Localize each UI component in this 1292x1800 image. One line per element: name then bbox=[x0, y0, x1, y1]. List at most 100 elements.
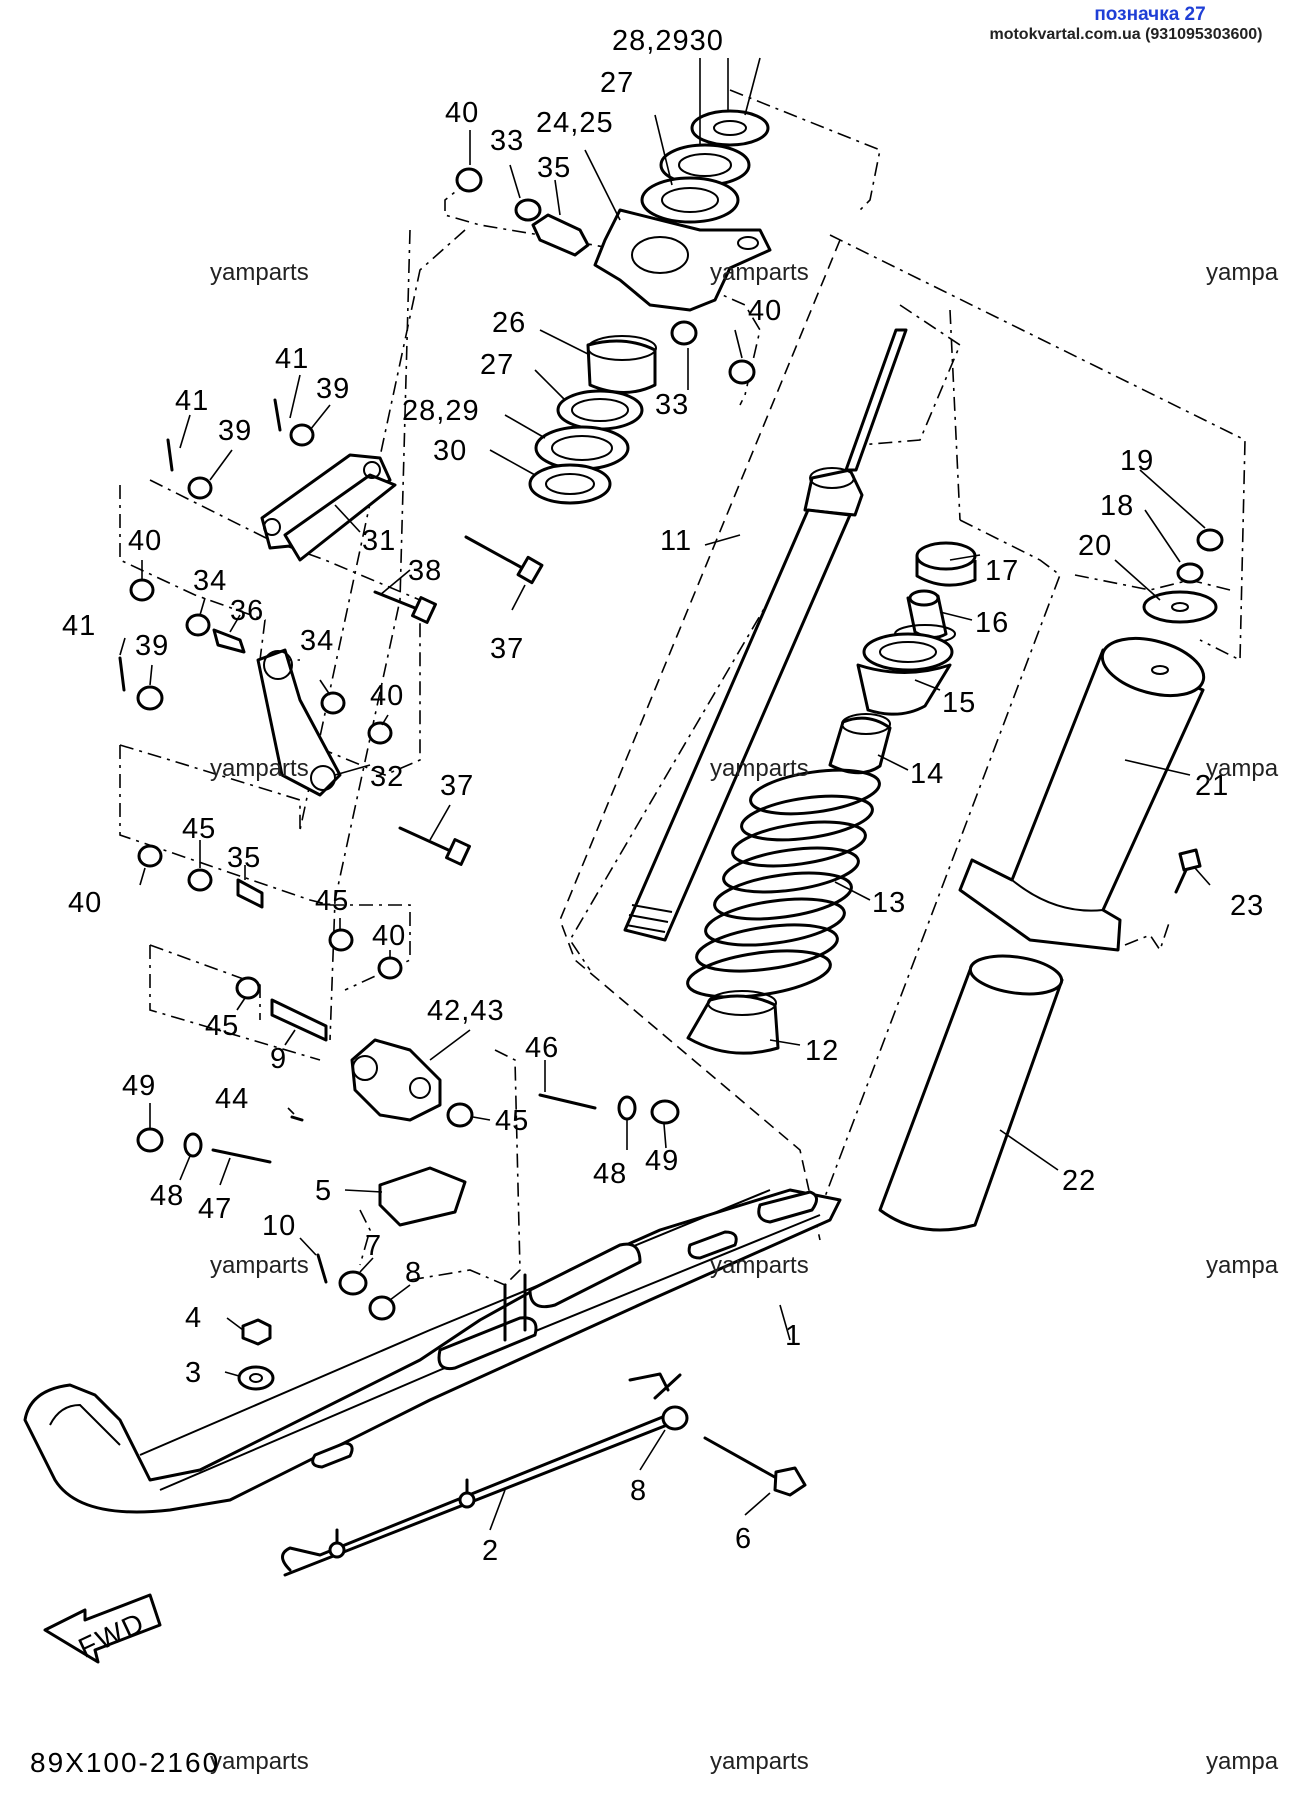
bushing-26 bbox=[586, 339, 657, 394]
washer-39-left bbox=[136, 685, 164, 711]
callout-28-29: 28,29 bbox=[402, 395, 480, 427]
damper-5 bbox=[378, 1166, 467, 1227]
washer-48-right bbox=[617, 1095, 637, 1121]
collar-45-d bbox=[446, 1102, 474, 1128]
part-number: 89X100-2160 bbox=[30, 1747, 220, 1778]
leader-lines bbox=[119, 57, 1211, 1531]
shock-cover-assembly bbox=[878, 528, 1224, 1232]
washer-40-right bbox=[728, 359, 756, 385]
pin-41-b bbox=[166, 438, 174, 472]
callout-6: 6 bbox=[735, 1523, 752, 1555]
watermark: yamparts bbox=[710, 755, 809, 782]
washer-40-top bbox=[455, 167, 483, 193]
washer-27-top bbox=[640, 176, 740, 224]
callout-22: 22 bbox=[1062, 1165, 1096, 1197]
collar-45-b bbox=[328, 928, 354, 952]
watermark: yamparts bbox=[210, 259, 309, 286]
washer-27-lower bbox=[556, 389, 644, 431]
callout-14: 14 bbox=[910, 758, 944, 790]
bolt-38 bbox=[373, 590, 422, 612]
callout-1: 1 bbox=[785, 1320, 802, 1352]
arm-32 bbox=[256, 648, 342, 797]
bushing-35-lower bbox=[236, 878, 264, 909]
upper-clamp-assembly bbox=[455, 109, 772, 385]
callout-45-a: 45 bbox=[182, 813, 216, 845]
pin-41-a bbox=[273, 398, 282, 432]
callout-34-a: 34 bbox=[193, 565, 227, 597]
collar-33-top bbox=[514, 198, 542, 222]
watermark: yamparts bbox=[710, 1252, 809, 1279]
callout-3: 3 bbox=[185, 1357, 202, 1389]
bolt-37-lower bbox=[398, 826, 457, 855]
callout-19: 19 bbox=[1120, 445, 1154, 477]
callout-41-b: 41 bbox=[175, 385, 209, 417]
callout-8-upper: 8 bbox=[405, 1257, 422, 1289]
callout-4: 4 bbox=[185, 1302, 202, 1334]
collar-34-a bbox=[185, 613, 211, 637]
callout-38: 38 bbox=[408, 555, 442, 587]
callout-42-43: 42,43 bbox=[427, 995, 505, 1027]
callout-49-right: 49 bbox=[645, 1145, 679, 1177]
shock-cover-21 bbox=[958, 648, 1205, 952]
watermark-partial: yampa bbox=[1206, 1252, 1279, 1279]
bushing-36 bbox=[212, 628, 246, 654]
callout-40-right: 40 bbox=[748, 295, 782, 327]
callout-40-d: 40 bbox=[372, 920, 406, 952]
washer-39-top bbox=[289, 423, 315, 447]
nut-19 bbox=[1196, 528, 1224, 552]
callout-36: 36 bbox=[230, 595, 264, 627]
callout-39-a: 39 bbox=[316, 373, 350, 405]
callout-35-top: 35 bbox=[537, 152, 571, 184]
callout-39-b: 39 bbox=[218, 415, 252, 447]
callout-labels: 28,2930 27 24,25 40 33 35 40 33 26 27 28… bbox=[62, 25, 1264, 1567]
nut-49-left bbox=[136, 1127, 164, 1153]
callout-12: 12 bbox=[805, 1035, 839, 1067]
page-title: позначка 27 bbox=[1094, 4, 1206, 25]
callout-40-a: 40 bbox=[128, 525, 162, 557]
callout-45-c: 45 bbox=[205, 1010, 239, 1042]
watermark: yamparts bbox=[210, 1252, 309, 1279]
callout-46: 46 bbox=[525, 1032, 559, 1064]
watermark-partial: yampa bbox=[1206, 755, 1279, 782]
collar-45-a bbox=[187, 868, 213, 892]
washer-20 bbox=[1142, 590, 1218, 624]
callout-48-left: 48 bbox=[150, 1180, 184, 1212]
watermark-partial: yampa bbox=[1206, 259, 1279, 286]
washer-30-lower bbox=[528, 463, 612, 505]
callout-23: 23 bbox=[1230, 890, 1264, 922]
callout-10: 10 bbox=[262, 1210, 296, 1242]
callout-26: 26 bbox=[492, 307, 526, 339]
watermark: yamparts bbox=[710, 1748, 809, 1775]
pin-44 bbox=[290, 1115, 304, 1122]
lower-bushing-stack bbox=[528, 335, 657, 505]
spring-seat-12 bbox=[686, 994, 780, 1055]
collar-33-right bbox=[670, 320, 698, 346]
washer-8-lower bbox=[661, 1405, 689, 1431]
callout-41-a: 41 bbox=[275, 343, 309, 375]
washer-30-top bbox=[690, 109, 770, 147]
watermark: yamparts bbox=[210, 755, 309, 782]
callout-45-d: 45 bbox=[495, 1105, 529, 1137]
collar-45-c bbox=[235, 976, 261, 1000]
callout-40-b: 40 bbox=[370, 680, 404, 712]
seat-15 bbox=[862, 632, 954, 672]
bolt-23 bbox=[1178, 848, 1202, 872]
callout-30: 30 bbox=[433, 435, 467, 467]
washer-39-mid bbox=[187, 476, 213, 500]
pin-41-c bbox=[118, 656, 126, 692]
callout-2: 2 bbox=[482, 1535, 499, 1567]
callout-8-lower: 8 bbox=[630, 1475, 647, 1507]
sleeve-9 bbox=[270, 998, 328, 1042]
shock-clamp-24-25 bbox=[593, 208, 772, 312]
callout-44: 44 bbox=[215, 1083, 249, 1115]
runner-2 bbox=[281, 1372, 687, 1577]
callout-35-lower: 35 bbox=[227, 842, 261, 874]
spindle-bracket-assembly bbox=[136, 1038, 680, 1321]
callout-7: 7 bbox=[365, 1230, 382, 1262]
callout-34-b: 34 bbox=[300, 625, 334, 657]
callout-21: 21 bbox=[1195, 770, 1229, 802]
watermark: yamparts bbox=[710, 259, 809, 286]
callout-13: 13 bbox=[872, 887, 906, 919]
callout-15: 15 bbox=[942, 687, 976, 719]
